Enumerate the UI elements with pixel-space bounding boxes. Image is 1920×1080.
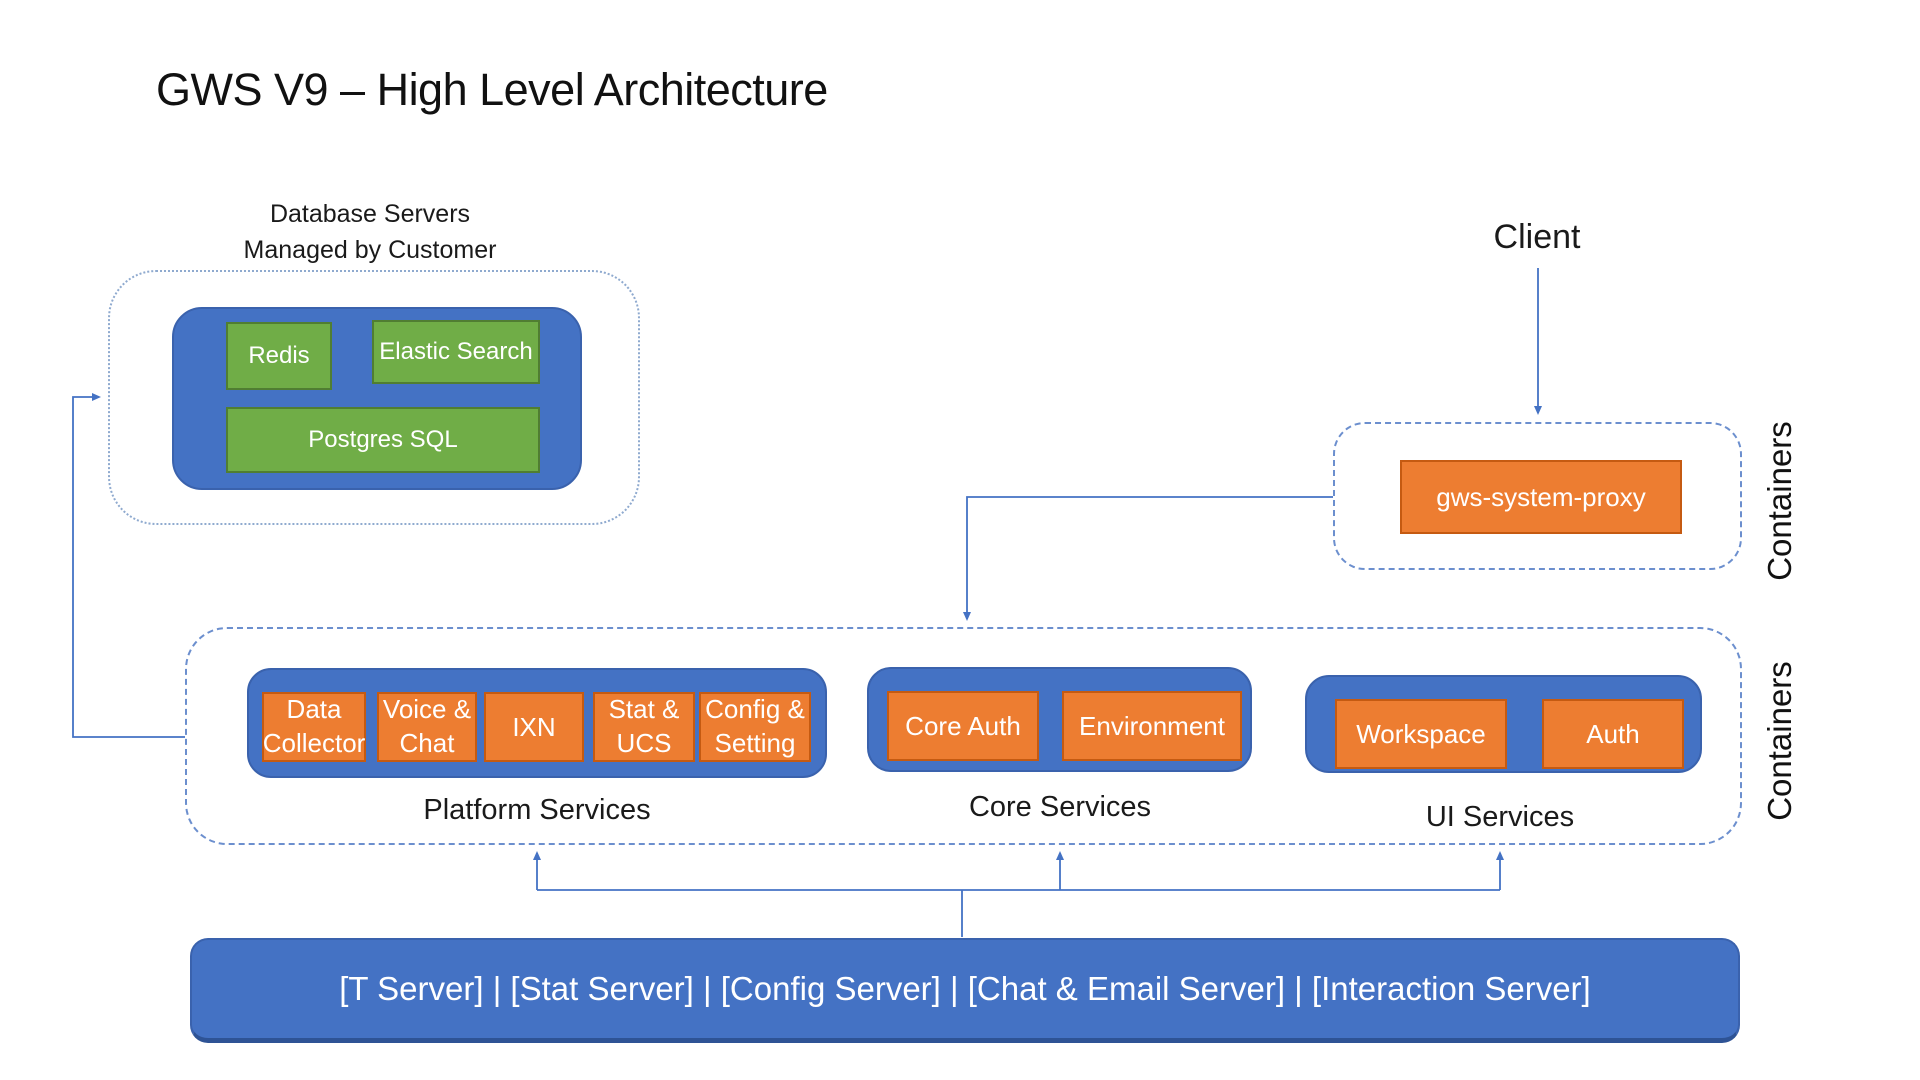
proxy-outer-container: gws-system-proxy — [1333, 422, 1742, 570]
core-services-group: Core Auth Environment — [867, 667, 1252, 772]
redis-box: Redis — [226, 322, 332, 390]
environment-box: Environment — [1062, 691, 1242, 761]
data-collector-box: Data Collector — [262, 692, 366, 762]
containers-label-services: Containers — [1761, 661, 1798, 821]
ixn-box: IXN — [484, 692, 584, 762]
ui-services-group: Workspace Auth — [1305, 675, 1702, 773]
ui-services-label: UI Services — [1425, 801, 1575, 833]
platform-services-group: Data Collector Voice & Chat IXN Stat & U… — [247, 668, 827, 778]
containers-outer-box — [185, 627, 1742, 845]
workspace-box: Workspace — [1335, 699, 1507, 769]
containers-label-proxy: Containers — [1761, 421, 1798, 581]
database-heading-line2: Managed by Customer — [243, 236, 497, 265]
core-services-label: Core Services — [968, 791, 1152, 823]
page-title: GWS V9 – High Level Architecture — [156, 64, 828, 115]
database-servers-group: Redis Elastic Search Postgres SQL — [172, 307, 582, 490]
platform-services-label: Platform Services — [423, 794, 651, 826]
backend-servers-bar: [T Server] | [Stat Server] | [Config Ser… — [190, 938, 1740, 1043]
stat-ucs-box: Stat & UCS — [593, 692, 695, 762]
elastic-search-box: Elastic Search — [372, 320, 540, 384]
core-auth-box: Core Auth — [887, 691, 1039, 761]
config-setting-box: Config & Setting — [699, 692, 811, 762]
postgres-sql-box: Postgres SQL — [226, 407, 540, 473]
connector-proxy-to-containers — [963, 496, 1333, 621]
auth-box: Auth — [1542, 699, 1684, 769]
database-heading-line1: Database Servers — [269, 200, 471, 228]
gws-system-proxy-box: gws-system-proxy — [1400, 460, 1682, 534]
voice-chat-box: Voice & Chat — [377, 692, 477, 762]
database-outer-container — [108, 270, 640, 525]
client-label: Client — [1493, 218, 1581, 256]
database-heading: Database Servers Managed by Customer — [170, 196, 570, 269]
